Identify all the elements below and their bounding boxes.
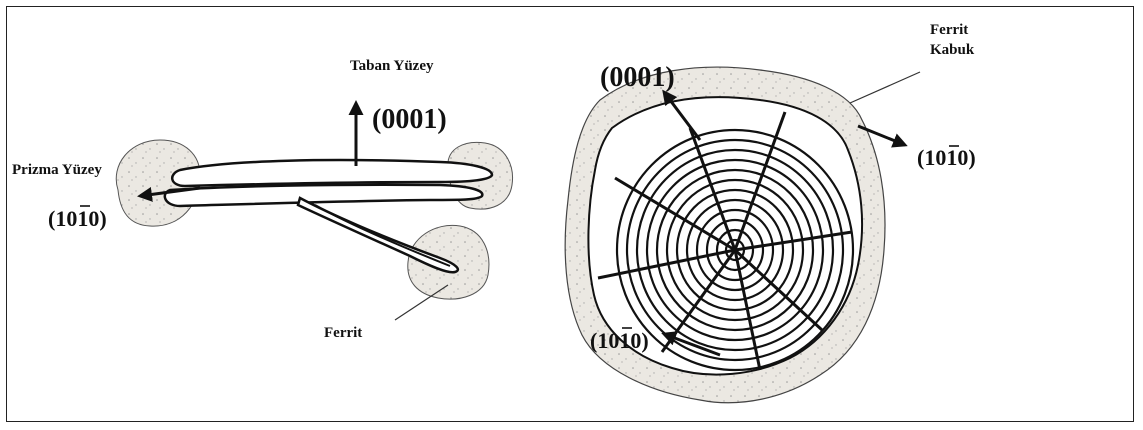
ferrite-shell-label-line2: Kabuk bbox=[930, 42, 975, 58]
nodule-prism-direction-right: (1010) bbox=[917, 145, 976, 170]
nodule-prism-direction-bottom: (1010) bbox=[590, 328, 649, 353]
basal-direction-label: (0001) bbox=[372, 104, 447, 135]
ferrite-label: Ferrit bbox=[324, 325, 362, 341]
basal-plane-label: Taban Yüzey bbox=[350, 58, 434, 74]
graphite-plate-middle bbox=[165, 185, 483, 206]
prism-direction-label: (1010) bbox=[48, 206, 107, 231]
ferrite-shell-label-line1: Ferrit bbox=[930, 22, 968, 38]
nodule-basal-direction-label: (0001) bbox=[600, 62, 675, 93]
graphite-plate-top bbox=[172, 160, 492, 186]
ferrite-shell-leader-line bbox=[850, 72, 920, 103]
left-figure: Taban Yüzey (0001) Prizma Yüzey (1010) F… bbox=[12, 58, 513, 341]
prism-plane-label: Prizma Yüzey bbox=[12, 162, 102, 178]
right-figure: (0001) (1010) (1010) Ferrit Kabuk bbox=[565, 22, 975, 403]
